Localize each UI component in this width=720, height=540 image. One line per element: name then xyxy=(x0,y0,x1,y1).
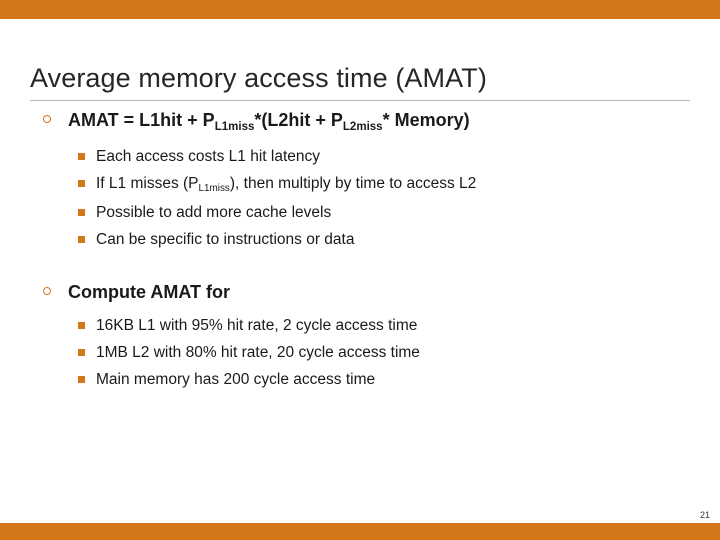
subscript-text: L1miss xyxy=(214,120,255,133)
subscript-text: L2miss xyxy=(342,120,383,133)
section-spacer xyxy=(30,255,690,280)
bullet-level2-label: Each access costs L1 hit latency xyxy=(96,148,321,165)
square-bullet-icon xyxy=(78,322,85,329)
title-divider xyxy=(30,100,690,101)
bullet-level2-label: 16KB L1 with 95% hit rate, 2 cycle acces… xyxy=(96,317,418,334)
top-accent-bar xyxy=(0,0,720,19)
bullet-level2-list: Each access costs L1 hit latency If L1 mi… xyxy=(30,145,690,253)
page-number: 21 xyxy=(699,510,710,520)
bullet-level1-label: Compute AMAT for xyxy=(68,282,230,302)
square-bullet-icon xyxy=(78,236,85,243)
bullet-level2-label: Main memory has 200 cycle access time xyxy=(96,371,376,388)
bottom-accent-bar xyxy=(0,523,720,540)
square-bullet-icon xyxy=(78,180,85,187)
bullet-level2: 1MB L2 with 80% hit rate, 20 cycle acces… xyxy=(30,341,690,366)
bullet-level2-list: 16KB L1 with 95% hit rate, 2 cycle acces… xyxy=(30,314,690,393)
bullet-level2: If L1 misses (PL1miss), then multiply by… xyxy=(30,172,690,199)
bullet-level1: AMAT = L1hit + PL1miss*(L2hit + PL2miss*… xyxy=(30,108,690,135)
bullet-level1-label: AMAT = L1hit + PL1miss*(L2hit + PL2miss*… xyxy=(68,110,470,133)
circle-bullet-icon xyxy=(43,287,51,295)
bullet-level2: 16KB L1 with 95% hit rate, 2 cycle acces… xyxy=(30,314,690,339)
square-bullet-icon xyxy=(78,349,85,356)
bullet-level2: Possible to add more cache levels xyxy=(30,201,690,226)
bullet-level2: Main memory has 200 cycle access time xyxy=(30,368,690,393)
subscript-text: L1miss xyxy=(198,183,230,195)
bullet-level2-label: Possible to add more cache levels xyxy=(96,204,332,221)
square-bullet-icon xyxy=(78,376,85,383)
square-bullet-icon xyxy=(78,153,85,160)
bullet-level2-label: Can be specific to instructions or data xyxy=(96,231,355,248)
bullet-level1: Compute AMAT for xyxy=(30,280,690,304)
slide-content: AMAT = L1hit + PL1miss*(L2hit + PL2miss*… xyxy=(30,108,690,395)
bullet-level2-label: 1MB L2 with 80% hit rate, 20 cycle acces… xyxy=(96,344,420,361)
bullet-level2: Can be specific to instructions or data xyxy=(30,228,690,253)
circle-bullet-icon xyxy=(43,115,51,123)
page-title: Average memory access time (AMAT) xyxy=(30,63,487,94)
square-bullet-icon xyxy=(78,209,85,216)
bullet-level2: Each access costs L1 hit latency xyxy=(30,145,690,170)
bullet-level2-label: If L1 misses (PL1miss), then multiply by… xyxy=(96,175,477,195)
